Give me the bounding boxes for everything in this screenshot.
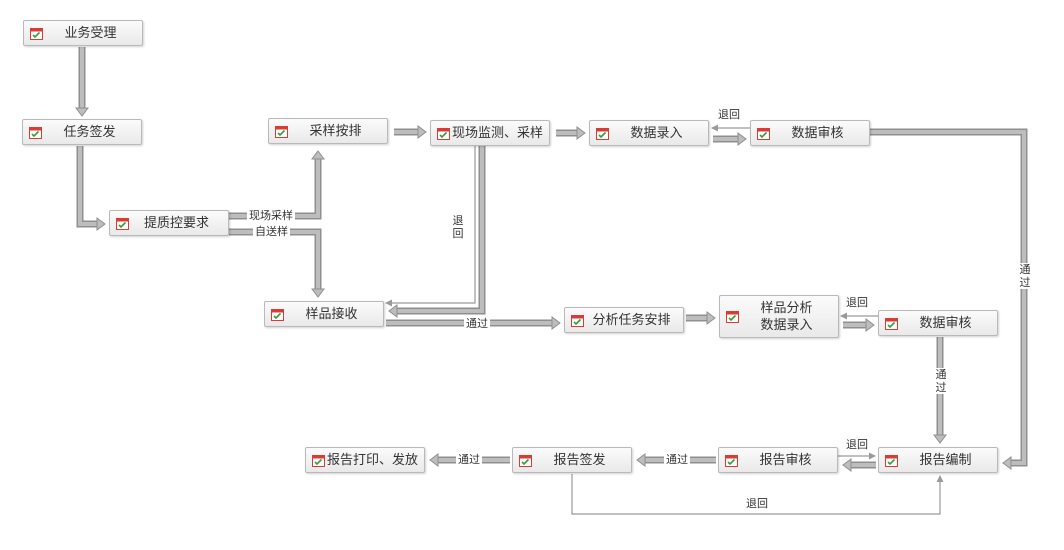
arrow-quality-to-receive [229, 232, 318, 289]
task-calendar-icon [726, 310, 739, 323]
edge-label-self-delivered: 自送样 [253, 225, 290, 238]
arrow-entry2-to-review2-head [866, 319, 874, 331]
arrow-sampling-to-field-head [418, 126, 426, 138]
node-label: 数据审核 [770, 125, 869, 142]
node-label: 任务签发 [42, 124, 141, 141]
edge-label-field-sampling: 现场采样 [247, 209, 295, 222]
node-data-review-2[interactable]: 数据审核 [878, 310, 998, 336]
arrow-review1-to-compile [870, 132, 1024, 463]
node-label: 数据录入 [609, 125, 708, 142]
node-data-review-1[interactable]: 数据审核 [750, 120, 870, 146]
arrow-quality-to-sampling [229, 159, 318, 216]
edge-label-return-entry-2: 退回 [844, 296, 870, 309]
task-calendar-icon [312, 454, 325, 467]
arrow-quality-to-receive-head [312, 289, 324, 297]
task-calendar-icon [30, 27, 43, 40]
task-calendar-icon [725, 454, 738, 467]
edge-label-return-review: 退回 [844, 438, 870, 451]
arrow-quality-to-receive-edge [229, 232, 318, 289]
arrow-compile-to-review-head [843, 459, 851, 471]
node-label: 分析任务安排 [584, 312, 683, 329]
node-sample-receive[interactable]: 样品接收 [264, 301, 384, 327]
task-calendar-icon [885, 454, 898, 467]
task-calendar-icon [29, 126, 42, 139]
task-calendar-icon [571, 314, 584, 327]
edge-label-return-field: 退回 [451, 214, 465, 240]
node-label: 数据审核 [898, 315, 997, 332]
edge-label-pass-report-review: 通过 [664, 453, 690, 466]
task-calendar-icon [757, 127, 770, 140]
arrow-entry1-to-review1-head [738, 133, 746, 145]
node-label: 报告审核 [738, 452, 837, 469]
arrow-review-to-sign-head [637, 454, 645, 466]
node-data-entry-1[interactable]: 数据录入 [589, 120, 709, 146]
node-label: 样品接收 [284, 306, 383, 323]
arrow-issue-to-quality-edge [80, 146, 97, 224]
arrow-receive-to-analysis-head [552, 317, 560, 329]
edge-label-pass-receive: 通过 [464, 317, 490, 330]
edge-label-pass-review-2: 通过 [934, 368, 948, 394]
arrow-review1-to-compile-head [1003, 457, 1011, 469]
node-report-compile[interactable]: 报告编制 [878, 447, 998, 473]
task-calendar-icon [271, 308, 284, 321]
node-label: 报告编制 [898, 452, 997, 469]
node-analysis-task-arrange[interactable]: 分析任务安排 [564, 307, 684, 333]
node-label: 报告签发 [532, 452, 631, 469]
arrow-field-to-receive [397, 146, 482, 311]
arrow-review1-to-compile-edge [870, 132, 1024, 463]
arrow-quality-to-sampling-head [312, 151, 324, 159]
arrow-field-to-entry1-head [577, 127, 585, 139]
arrow-review2-to-compile-head [934, 435, 946, 443]
node-report-sign[interactable]: 报告签发 [512, 447, 632, 473]
task-calendar-icon [275, 125, 288, 138]
edge-label-pass-report-sign: 通过 [456, 453, 482, 466]
task-calendar-icon [596, 127, 609, 140]
task-calendar-icon [116, 217, 129, 230]
node-label: 提质控要求 [129, 215, 228, 232]
edge-label-pass-review-1: 通过 [1018, 263, 1032, 289]
node-label: 采样按排 [288, 123, 387, 140]
arrow-field-to-receive-head [389, 305, 397, 317]
edge-label-return-entry-1: 退回 [716, 108, 742, 121]
node-quality-requirements[interactable]: 提质控要求 [109, 210, 229, 236]
task-calendar-icon [519, 454, 532, 467]
node-report-review[interactable]: 报告审核 [718, 447, 838, 473]
task-calendar-icon [885, 317, 898, 330]
node-field-monitoring[interactable]: 现场监测、采样 [430, 120, 550, 146]
arrow-quality-to-sampling-edge [229, 159, 318, 216]
node-business-accept[interactable]: 业务受理 [23, 20, 143, 46]
node-task-issue[interactable]: 任务签发 [22, 119, 142, 145]
node-sample-analysis-entry[interactable]: 样品分析 数据录入 [719, 295, 839, 338]
arrow-accept-to-issue-head [76, 108, 88, 116]
node-label: 样品分析 数据录入 [739, 300, 838, 334]
arrow-analysis-to-entry2-head [707, 312, 715, 324]
node-sampling-arrange[interactable]: 采样按排 [268, 118, 388, 144]
task-calendar-icon [437, 127, 450, 140]
node-label: 报告打印、发放 [325, 452, 424, 469]
arrow-issue-to-quality-head [97, 218, 105, 230]
arrow-field-to-receive-edge [397, 146, 482, 311]
arrow-sign-to-print-head [430, 454, 438, 466]
node-label: 业务受理 [43, 25, 142, 42]
node-label: 现场监测、采样 [450, 125, 549, 142]
edge-label-return-sign: 退回 [744, 497, 770, 510]
node-report-print-issue[interactable]: 报告打印、发放 [305, 447, 425, 473]
